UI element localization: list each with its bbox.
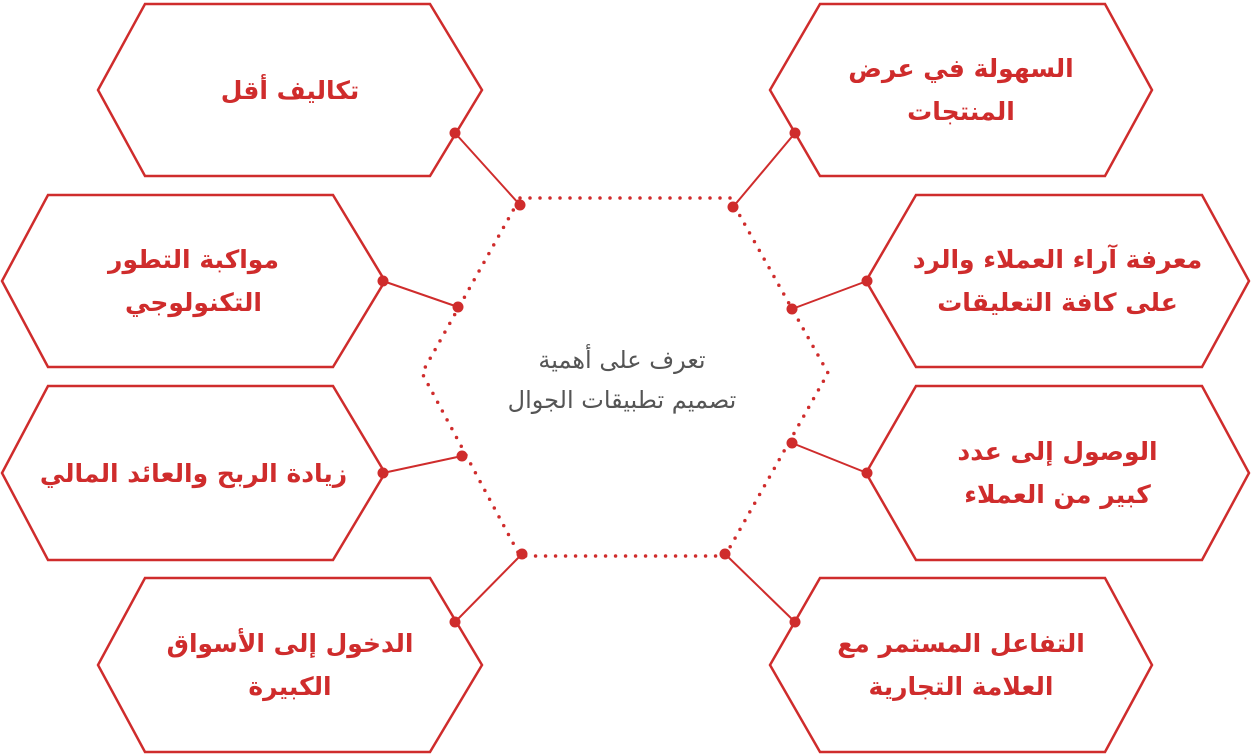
connector-left-3 xyxy=(382,455,463,474)
connector-left-2 xyxy=(382,280,459,308)
connector-dot xyxy=(789,127,801,139)
connector-dot xyxy=(719,548,731,560)
item-label-line1: مواكبة التطور xyxy=(108,245,279,274)
item-customer-feedback: معرفة آراء العملاء والرد على كافة التعلي… xyxy=(866,195,1249,367)
connector-dot xyxy=(789,616,801,628)
item-label-line2: التكنولوجي xyxy=(125,288,262,317)
item-customer-reach: الوصول إلى عدد كبير من العملاء xyxy=(866,386,1249,560)
connector-dot xyxy=(861,275,873,287)
item-label-line2: المنتجات xyxy=(907,97,1015,126)
item-label-line2: الكبيرة xyxy=(248,672,332,701)
connector-dot xyxy=(514,199,526,211)
hex-right-4 xyxy=(768,576,1154,754)
item-big-markets: الدخول إلى الأسواق الكبيرة xyxy=(98,578,482,752)
item-label-line2: على كافة التعليقات xyxy=(937,288,1178,317)
connector-right-1 xyxy=(732,132,796,208)
connector-right-3 xyxy=(791,442,868,474)
item-brand-interaction: التفاعل المستمر مع العلامة التجارية xyxy=(770,578,1152,752)
connector-dot xyxy=(377,467,389,479)
connector-left-4 xyxy=(454,553,523,623)
item-label-line1: التفاعل المستمر مع xyxy=(837,629,1085,658)
connector-dot xyxy=(727,201,739,213)
item-label-line1: زيادة الربح والعائد المالي xyxy=(39,458,348,488)
item-cost-reduction: تكاليف أقل xyxy=(98,4,482,176)
connector-dot xyxy=(516,548,528,560)
hex-left-3 xyxy=(0,384,387,562)
item-label-line1: السهولة في عرض xyxy=(848,54,1074,83)
connector-dot xyxy=(786,303,798,315)
hex-right-1 xyxy=(768,2,1154,178)
connector-left-1 xyxy=(454,132,521,206)
center-label-line1: تعرف على أهمية xyxy=(538,346,706,374)
item-label-line1: تكاليف أقل xyxy=(220,75,360,105)
connector-dot xyxy=(786,437,798,449)
center-label-line2: تصميم تطبيقات الجوال xyxy=(507,386,737,414)
hex-left-4 xyxy=(96,576,484,754)
item-label-line2: العلامة التجارية xyxy=(868,672,1054,701)
connector-dot xyxy=(452,301,464,313)
connector-dot xyxy=(377,275,389,287)
connector-right-4 xyxy=(724,553,796,623)
item-label-line1: الوصول إلى عدد xyxy=(957,437,1158,466)
center-label: تعرف على أهمية تصميم تطبيقات الجوال xyxy=(447,320,797,440)
item-tech-development: مواكبة التطور التكنولوجي xyxy=(2,195,385,367)
connector-dot xyxy=(861,467,873,479)
item-label-line1: معرفة آراء العملاء والرد xyxy=(912,245,1203,274)
connector-dot xyxy=(449,127,461,139)
item-label-line2: كبير من العملاء xyxy=(964,480,1151,509)
connector-dot xyxy=(456,450,468,462)
connector-dot xyxy=(449,616,461,628)
item-product-display: السهولة في عرض المنتجات xyxy=(770,4,1152,176)
item-label-line1: الدخول إلى الأسواق xyxy=(166,629,414,658)
hex-left-1 xyxy=(96,2,484,178)
hex-left-2 xyxy=(0,193,387,369)
connector-right-2 xyxy=(791,280,868,310)
item-profit-increase: زيادة الربح والعائد المالي xyxy=(2,386,385,560)
